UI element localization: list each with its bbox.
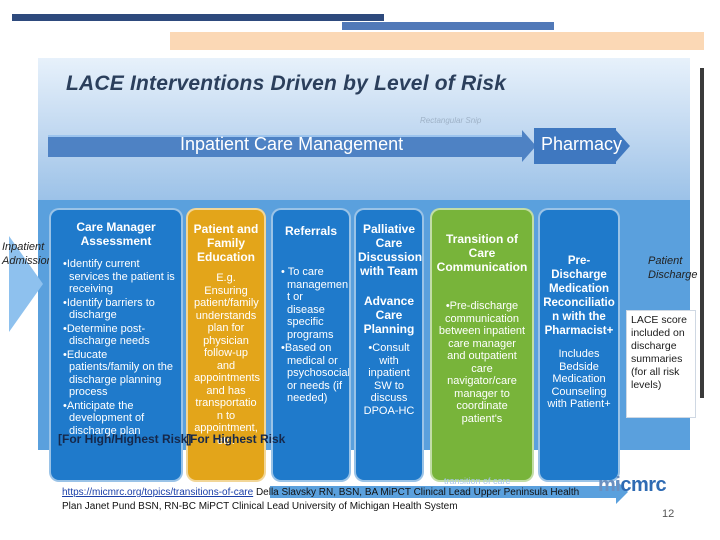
pharmacy-arrow bbox=[534, 128, 616, 164]
inpatient-care-arrow-head bbox=[522, 130, 536, 162]
list-item: •Based on medical or psychosocial or nee… bbox=[281, 342, 350, 404]
education-title: Patient and Family Education bbox=[193, 222, 259, 264]
header-bar-navy bbox=[12, 14, 384, 21]
snip-label: Rectangular Snip bbox=[420, 116, 482, 125]
transition-title: Transition of Care Communication bbox=[436, 232, 528, 274]
citation-link[interactable]: https://micmrc.org/topics/transitions-of… bbox=[62, 487, 254, 498]
pharmacist-card: Pre-Discharge Medication Reconciliatio n… bbox=[538, 208, 620, 482]
pharmacist-text: Includes Bedside Medication Counseling w… bbox=[547, 348, 611, 410]
transition-text: •Pre-discharge communication between inp… bbox=[438, 300, 526, 425]
inpatient-care-label: Inpatient Care Management bbox=[180, 134, 404, 154]
referrals-title: Referrals bbox=[284, 224, 338, 238]
pharmacy-arrow-head bbox=[614, 128, 630, 164]
list-item: •Identify barriers to discharge bbox=[63, 296, 155, 322]
education-text: E.g. Ensuring patient/family understands… bbox=[194, 272, 261, 447]
citation: https://micmrc.org/topics/transitions-of… bbox=[62, 486, 582, 514]
lace-score-note: LACE score included on discharge summari… bbox=[626, 310, 696, 418]
list-item: •Consult with inpatient SW to discuss DP… bbox=[363, 342, 415, 417]
list-item: •Determine post-discharge needs bbox=[63, 322, 150, 348]
list-item: •Educate patients/family on the discharg… bbox=[63, 348, 173, 399]
list-item: •Identify current services the patient i… bbox=[63, 258, 175, 295]
highest-risk-arrow-head bbox=[616, 480, 628, 504]
highest-risk-arrow bbox=[270, 486, 618, 498]
palliative-title: Palliative Care Discussion with Team bbox=[358, 222, 423, 278]
transition-ghost-label: transition of care bbox=[444, 476, 511, 486]
transition-card: Transition of Care Communication •Pre-di… bbox=[430, 208, 534, 482]
care-manager-card: Care Manager Assessment •Identify curren… bbox=[49, 208, 183, 482]
diagram-edge bbox=[700, 68, 704, 398]
care-manager-title: Care Manager Assessment bbox=[76, 220, 156, 248]
inpatient-care-arrow bbox=[48, 135, 524, 157]
pharmacist-title: Pre-Discharge Medication Reconciliatio n… bbox=[543, 255, 615, 337]
diagram-title: LACE Interventions Driven by Level of Ri… bbox=[66, 72, 507, 95]
advance-care-title: Advance Care Planning bbox=[363, 294, 415, 336]
citation-text: Della Slavsky RN, BSN, BA MiPCT Clinical… bbox=[62, 487, 580, 512]
header-bar-peach bbox=[170, 32, 704, 50]
logo-cmrc: cmrc bbox=[620, 474, 667, 496]
lace-diagram: LACE Interventions Driven by Level of Ri… bbox=[0, 58, 706, 504]
micmrc-logo: micmrc bbox=[598, 474, 667, 497]
patient-discharge-label: Patient Discharge bbox=[648, 255, 698, 281]
list-item: • To care managemen t or disease specifi… bbox=[281, 266, 349, 341]
palliative-card: Palliative Care Discussion with Team Adv… bbox=[354, 208, 424, 482]
education-card: Patient and Family Education E.g. Ensuri… bbox=[186, 208, 266, 482]
list-item: •Anticipate the development of discharge… bbox=[63, 399, 145, 437]
referrals-card: Referrals • To care managemen t or disea… bbox=[271, 208, 351, 482]
header-bar-blue bbox=[342, 22, 554, 30]
high-risk-label: [For High/Highest Risk] bbox=[58, 432, 192, 446]
logo-mi: mi bbox=[598, 474, 621, 496]
inpatient-admission-label: Inpatient Admission bbox=[2, 241, 53, 267]
highest-risk-label: [For Highest Risk bbox=[186, 432, 286, 446]
page-number: 12 bbox=[662, 508, 675, 520]
admission-arrow-icon bbox=[9, 236, 43, 332]
pharmacy-label: Pharmacy bbox=[541, 134, 623, 154]
